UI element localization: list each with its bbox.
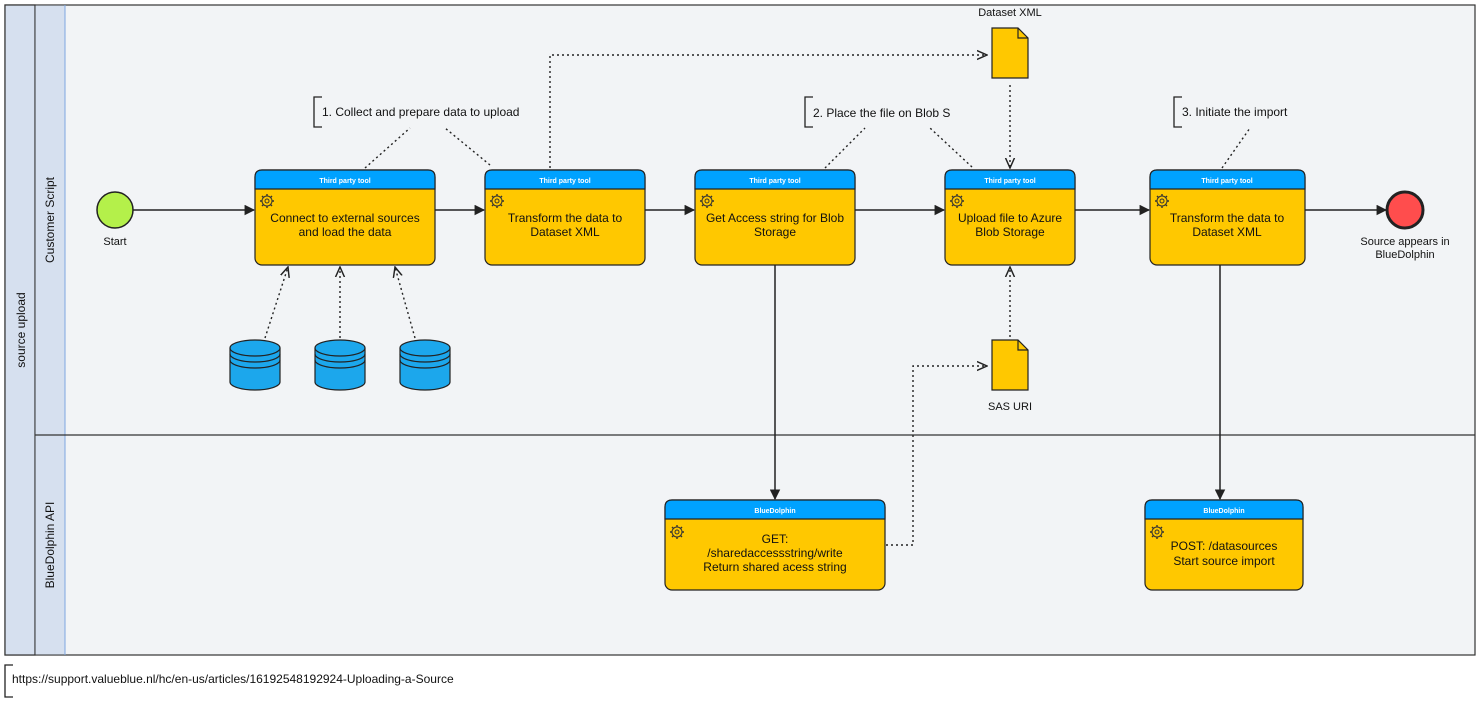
annotation-1-link-a bbox=[364, 127, 411, 169]
annotation-2-text: 2. Place the file on Blob S bbox=[813, 106, 950, 120]
assoc-db3 bbox=[395, 267, 416, 339]
annotation-1-text: 1. Collect and prepare data to upload bbox=[322, 105, 519, 119]
task-line: GET: bbox=[762, 532, 789, 546]
footer-url[interactable]: https://support.valueblue.nl/hc/en-us/ar… bbox=[12, 672, 454, 686]
lane-customer-script: Customer Script bbox=[34, 4, 66, 436]
task-line: Upload file to Azure bbox=[958, 211, 1062, 225]
associations bbox=[264, 55, 1251, 546]
task-get-access-string: Third party tool Get Access string for B… bbox=[694, 169, 856, 266]
task-line: Dataset XML bbox=[1192, 225, 1262, 239]
database-icon bbox=[229, 339, 281, 391]
task-transform-dataset-xml: Third party tool Transform the data to D… bbox=[484, 169, 646, 266]
task-line: Transform the data to bbox=[1170, 211, 1285, 225]
lane-label-bluedolphin-api: BlueDolphin API bbox=[43, 502, 57, 589]
task-header: Third party tool bbox=[749, 178, 800, 185]
assoc-get-api-to-sas bbox=[886, 366, 987, 546]
database-icon bbox=[399, 339, 451, 391]
task-line: Connect to external sources bbox=[270, 211, 419, 225]
data-object-sas-uri: SAS URI bbox=[988, 339, 1032, 413]
document-icon bbox=[991, 27, 1029, 79]
task-upload-azure: Third party tool Upload file to Azure Bl… bbox=[944, 169, 1076, 266]
task-connect-sources: Third party tool Connect to external sou… bbox=[254, 169, 436, 266]
data-object-label: Dataset XML bbox=[978, 7, 1042, 19]
task-line: and load the data bbox=[299, 225, 392, 239]
footer-annotation: https://support.valueblue.nl/hc/en-us/ar… bbox=[4, 664, 454, 698]
annotation-1: 1. Collect and prepare data to upload bbox=[313, 96, 519, 128]
task-header: BlueDolphin bbox=[1203, 508, 1244, 515]
start-event: Start bbox=[96, 191, 134, 248]
data-object-dataset-xml: Dataset XML bbox=[978, 7, 1042, 79]
lane-bluedolphin-api: BlueDolphin API bbox=[34, 434, 1475, 656]
document-icon bbox=[991, 339, 1029, 391]
annotation-3: 3. Initiate the import bbox=[1173, 96, 1288, 128]
sequence-flows bbox=[133, 204, 1388, 501]
task-header: Third party tool bbox=[984, 178, 1035, 185]
data-object-label: SAS URI bbox=[988, 401, 1032, 413]
database-icon bbox=[314, 339, 366, 391]
task-header: Third party tool bbox=[319, 178, 370, 185]
task-line: Blob Storage bbox=[975, 225, 1045, 239]
task-api-post-datasources: BlueDolphin POST: /datasources Start sou… bbox=[1144, 499, 1304, 591]
task-line: Storage bbox=[754, 225, 796, 239]
annotation-3-link bbox=[1221, 127, 1251, 169]
task-api-get-shared-access: BlueDolphin GET: /sharedaccessstring/wri… bbox=[664, 499, 886, 591]
task-header: Third party tool bbox=[539, 178, 590, 185]
task-line: Dataset XML bbox=[530, 225, 600, 239]
task-line: Transform the data to bbox=[508, 211, 623, 225]
task-transform-dataset-xml-2: Third party tool Transform the data to D… bbox=[1149, 169, 1306, 266]
annotation-2: 2. Place the file on Blob S bbox=[804, 96, 950, 128]
pool-label: source upload bbox=[14, 292, 28, 367]
lane-label-customer-script: Customer Script bbox=[43, 176, 57, 263]
start-event-label: Start bbox=[103, 236, 126, 248]
end-event-label-line1: Source appears in bbox=[1360, 236, 1449, 248]
task-line: Start source import bbox=[1173, 554, 1275, 568]
task-line: Return shared acess string bbox=[703, 560, 846, 574]
task-line: POST: /datasources bbox=[1171, 539, 1278, 553]
task-line: Get Access string for Blob bbox=[706, 211, 844, 225]
annotation-3-text: 3. Initiate the import bbox=[1182, 105, 1288, 119]
task-header: BlueDolphin bbox=[754, 508, 795, 515]
end-event-label-line2: BlueDolphin bbox=[1375, 249, 1434, 261]
task-header: Third party tool bbox=[1201, 178, 1252, 185]
task-line: /sharedaccessstring/write bbox=[707, 546, 843, 560]
end-event: Source appears in BlueDolphin bbox=[1360, 190, 1450, 261]
